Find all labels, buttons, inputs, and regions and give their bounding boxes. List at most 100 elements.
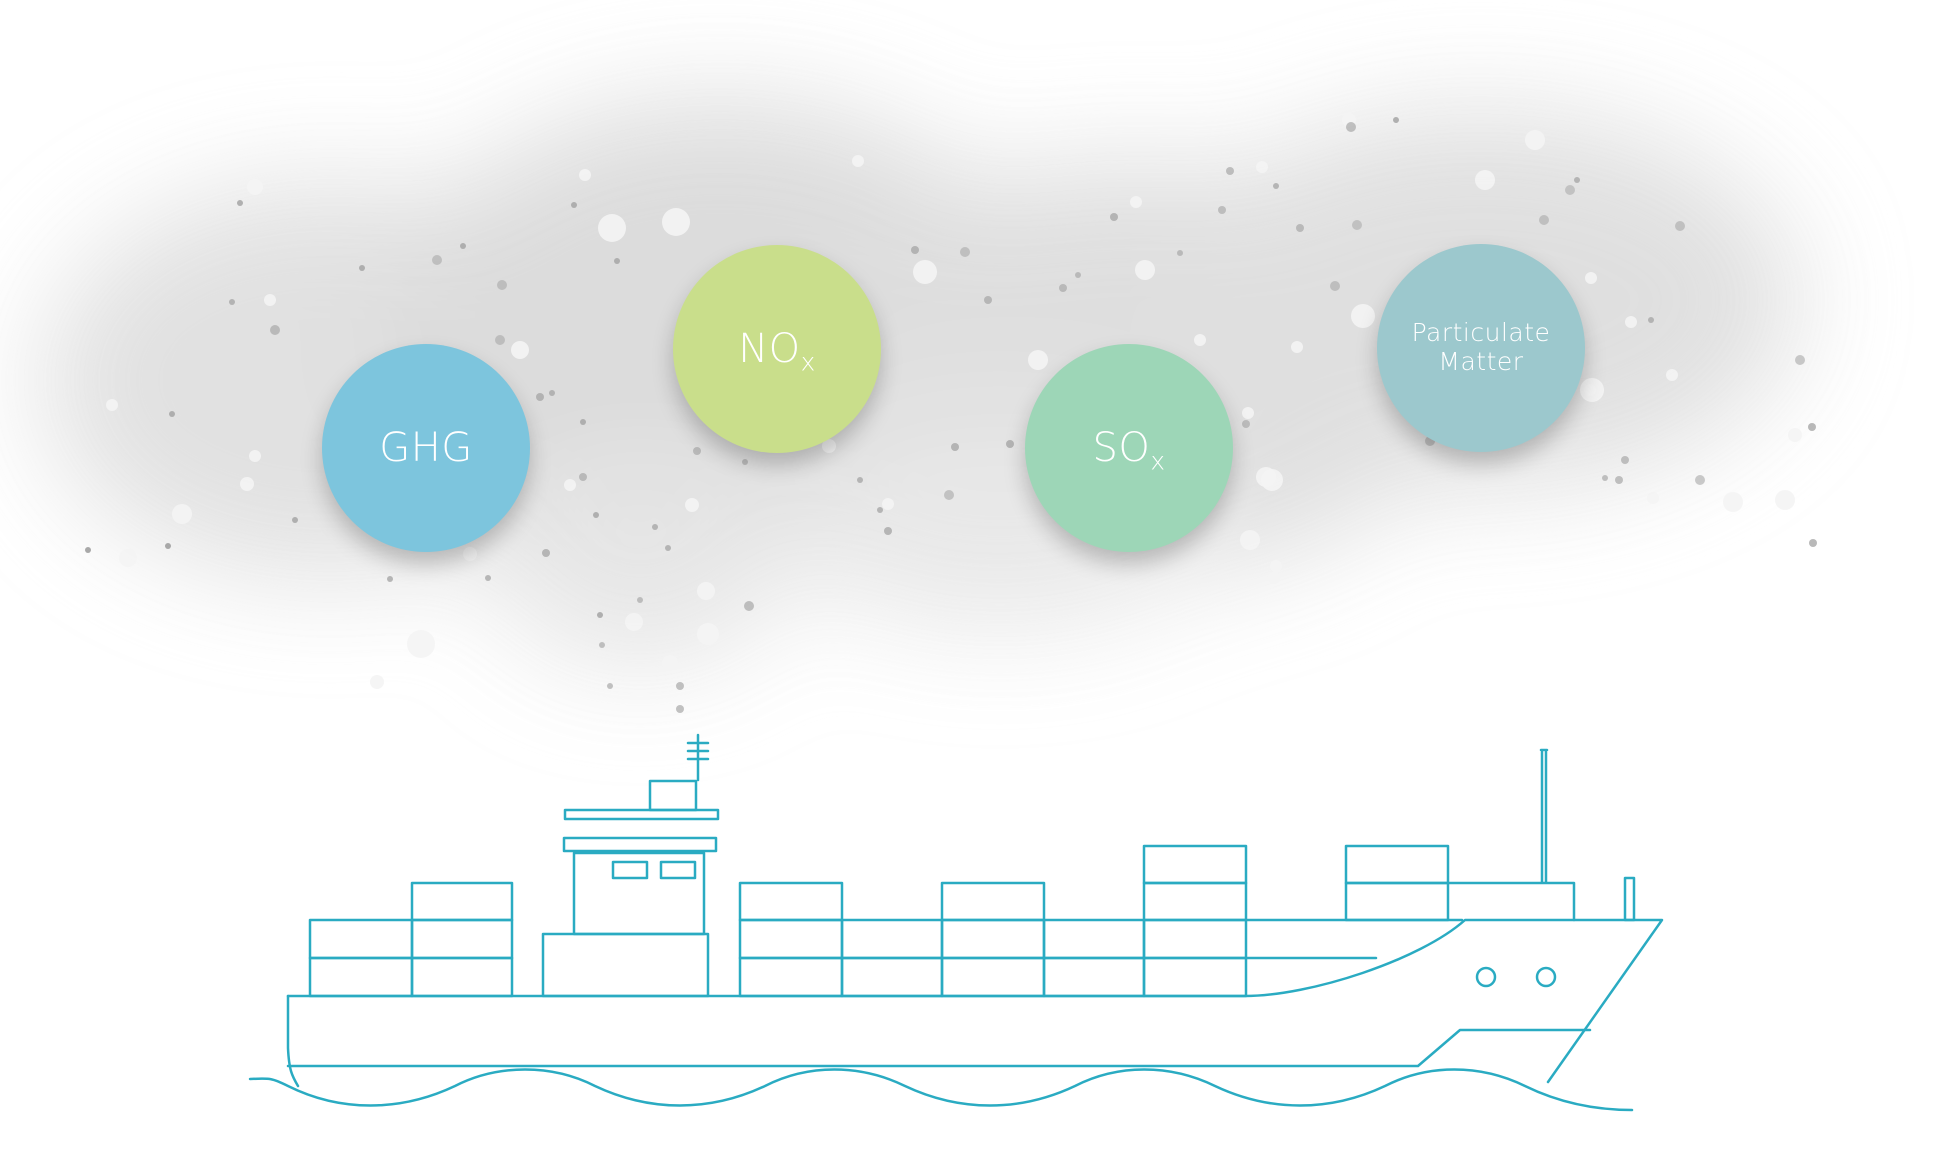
particle-dot <box>1615 476 1623 484</box>
particle-dot <box>1647 492 1659 504</box>
particle-dot <box>1240 530 1260 550</box>
particle-dot <box>463 547 477 561</box>
particle-dot <box>614 258 620 264</box>
particle-dot <box>542 549 550 557</box>
particle-dot <box>662 655 678 671</box>
particle-dot <box>662 208 690 236</box>
particle-dot <box>247 179 263 195</box>
particle-dot <box>1602 475 1608 481</box>
particle-dot <box>564 479 576 491</box>
particle-dot <box>652 524 658 530</box>
particle-dot <box>697 623 719 645</box>
particle-dot <box>249 450 261 462</box>
particle-dot <box>1525 130 1545 150</box>
particle-dot <box>359 265 365 271</box>
particle-dot <box>1346 122 1356 132</box>
bubble-nox: NOx <box>673 245 881 453</box>
particle-dot <box>951 443 959 451</box>
bubble-pm-label: Particulate Matter <box>1411 318 1551 376</box>
particle-dot <box>1242 420 1250 428</box>
particle-dot <box>685 498 699 512</box>
container-ship-icon <box>248 733 1664 1112</box>
particle-dot <box>169 411 175 417</box>
particle-dot <box>1194 334 1206 346</box>
particle-dot <box>1110 213 1118 221</box>
particle-dot <box>1775 490 1795 510</box>
particle-dot <box>485 575 491 581</box>
particle-dot <box>857 477 863 483</box>
particle-dot <box>1621 456 1629 464</box>
particle-dot <box>511 341 529 359</box>
particle-dot <box>106 399 118 411</box>
particle-dot <box>1808 423 1816 431</box>
bubble-sox: SOx <box>1025 344 1233 552</box>
bubble-sox-label: SOx <box>1092 425 1166 476</box>
particle-dot <box>944 490 954 500</box>
particle-dot <box>599 642 605 648</box>
particle-dot <box>1695 475 1705 485</box>
particle-dot <box>1393 117 1399 123</box>
particle-dot <box>1256 161 1268 173</box>
particle-dot <box>625 613 643 631</box>
particle-dot <box>913 260 937 284</box>
particle-dot <box>1788 428 1802 442</box>
particle-dot <box>1351 304 1375 328</box>
particle-dot <box>1291 341 1303 353</box>
particle-dot <box>1795 355 1805 365</box>
particle-dot <box>1296 224 1304 232</box>
particle-dot <box>1273 183 1279 189</box>
particle-dot <box>264 294 276 306</box>
bubble-ghg-label: GHG <box>379 425 473 471</box>
particle-dot <box>877 507 883 513</box>
particle-dot <box>822 439 836 453</box>
particle-dot <box>1218 206 1226 214</box>
particle-dot <box>571 202 577 208</box>
particle-dot <box>1574 177 1580 183</box>
particle-dot <box>1135 260 1155 280</box>
particle-dot <box>676 682 684 690</box>
particle-dot <box>1352 220 1362 230</box>
particle-dot <box>172 504 192 524</box>
particle-dot <box>497 280 507 290</box>
particle-dot <box>1675 221 1685 231</box>
particle-dot <box>119 549 137 567</box>
particle-dot <box>240 477 254 491</box>
particle-dot <box>744 601 754 611</box>
particle-dot <box>1648 317 1654 323</box>
particle-dot <box>607 683 613 689</box>
particle-dot <box>1226 167 1234 175</box>
particle-dot <box>1268 572 1280 584</box>
particle-dot <box>593 512 599 518</box>
particle-dot <box>229 299 235 305</box>
particle-dot <box>1270 560 1282 572</box>
particle-dot <box>1809 539 1817 547</box>
particle-dot <box>270 325 280 335</box>
particle-dot <box>665 545 671 551</box>
particle-dot <box>495 335 505 345</box>
particle-dot <box>165 543 171 549</box>
waves <box>248 1068 1634 1112</box>
particle-dot <box>1261 469 1283 491</box>
particle-dot <box>1059 284 1067 292</box>
particle-dot <box>1130 196 1142 208</box>
particle-dot <box>1539 215 1549 225</box>
bubble-nox-label: NOx <box>738 326 816 377</box>
particle-dot <box>882 498 894 510</box>
particle-dot <box>1028 350 1048 370</box>
particle-dot <box>536 393 544 401</box>
particle-dot <box>1075 272 1081 278</box>
particle-dot <box>1723 492 1743 512</box>
particle-dot <box>676 705 684 713</box>
particle-dot <box>1584 384 1596 396</box>
particle-dot <box>579 169 591 181</box>
particle-dot <box>852 155 864 167</box>
particle-dot <box>370 675 384 689</box>
particle-dot <box>884 527 892 535</box>
particle-dot <box>1177 250 1183 256</box>
particle-dot <box>1625 316 1637 328</box>
particle-dot <box>580 419 586 425</box>
particle-dot <box>85 547 91 553</box>
particle-dot <box>1242 407 1254 419</box>
particle-dot <box>1330 281 1340 291</box>
